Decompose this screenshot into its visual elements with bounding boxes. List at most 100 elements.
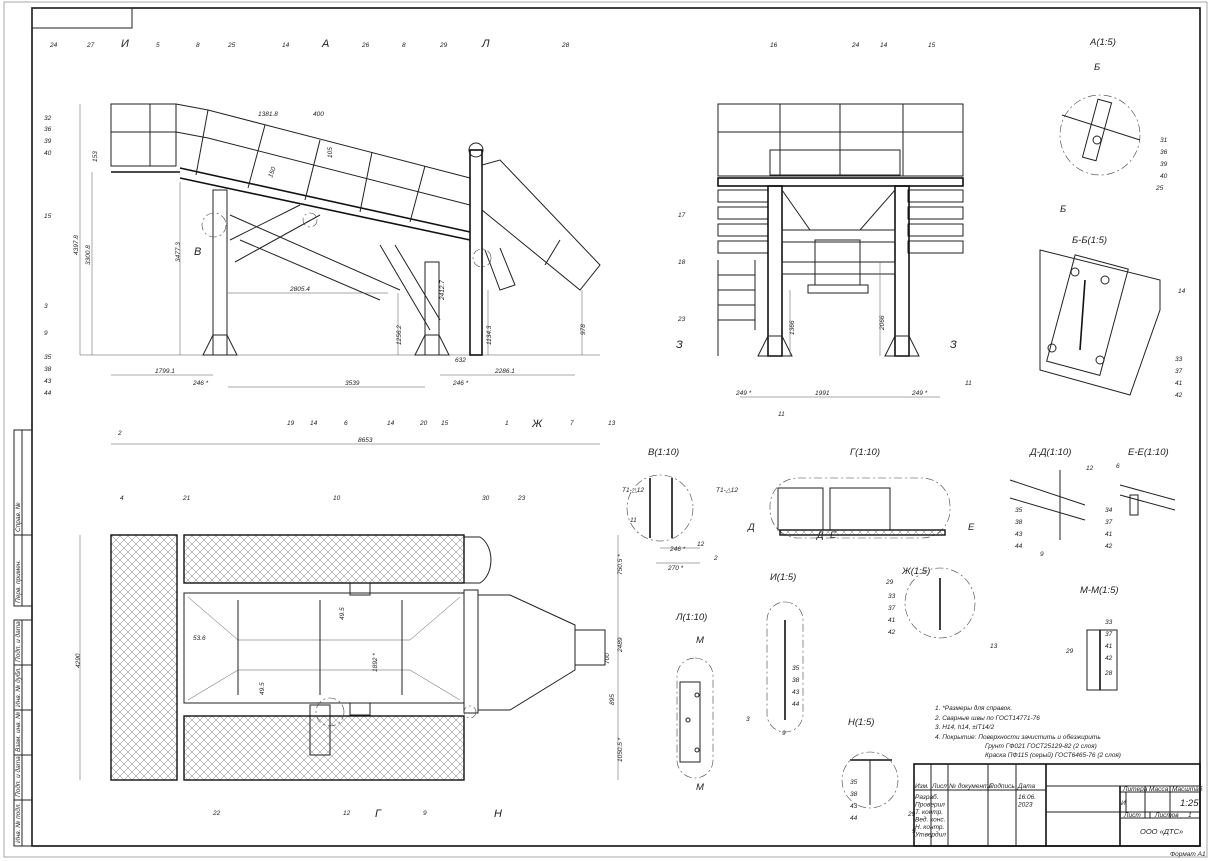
callout-number: 15 <box>928 42 936 49</box>
detail-label: Д <box>816 530 824 541</box>
detail-label: 35 <box>1015 507 1023 514</box>
litera-value: И <box>1121 800 1126 807</box>
callout-number: 38 <box>44 366 52 373</box>
detail-label: 12 <box>1086 465 1094 472</box>
sheet-label: Лист <box>1123 812 1141 819</box>
detail-label: 270 * <box>667 565 684 572</box>
callout-number: В <box>194 246 201 258</box>
callout-number: И <box>121 38 129 50</box>
sheets-label: Листов <box>1154 812 1179 819</box>
detail-label: 25 <box>1155 185 1164 192</box>
callout-number: 32 <box>44 115 52 122</box>
callout-number: 22 <box>212 810 221 817</box>
detail-label: Д <box>747 522 755 533</box>
detail-label: 44 <box>1015 543 1023 550</box>
title-block-role: Разраб. <box>915 793 939 801</box>
title-block-date: 2023 <box>1017 802 1033 809</box>
detail-label: Б <box>1094 62 1100 73</box>
title-block-role: Т. контр. <box>915 809 943 816</box>
callout-number: Л <box>481 38 490 50</box>
dimension-value: 895 <box>609 694 616 705</box>
callout-number: 36 <box>44 126 52 133</box>
detail-label: Т1-△12 <box>716 487 738 494</box>
callout-number: 11 <box>778 411 785 418</box>
detail-label: 41 <box>1175 380 1183 387</box>
side-view <box>79 103 601 445</box>
detail-label: 42 <box>1175 392 1183 399</box>
dimension-value: 49.5 <box>259 682 266 695</box>
left-strip-label: Взам. инв. № <box>15 712 22 752</box>
callout-number: 4 <box>120 495 124 502</box>
detail-label: 37 <box>888 605 896 612</box>
callout-number: 43 <box>44 378 52 385</box>
title-block-role: Утвердил <box>914 831 946 839</box>
title-block <box>913 763 1201 847</box>
detail-label: 33 <box>888 593 896 600</box>
detail-title: А(1:5) <box>1089 37 1116 48</box>
note-line: 3. Н14, h14, ±IT14/2 <box>935 724 995 731</box>
callout-number: Г <box>375 808 382 820</box>
dimension-value: 978 <box>580 324 587 335</box>
detail-label: 31 <box>1160 137 1168 144</box>
front-view <box>717 103 964 398</box>
detail-label: 43 <box>850 803 858 810</box>
callout-number: 18 <box>678 259 686 266</box>
callout-number: 35 <box>44 354 52 361</box>
dimension-value: 246 * <box>452 380 469 387</box>
dimension-value: 8653 <box>358 437 373 444</box>
dimension-value: 1256.2 <box>396 325 403 345</box>
detail-label: 29 <box>885 579 894 586</box>
detail-label: 38 <box>792 677 800 684</box>
dimension-value: 246 * <box>192 380 209 387</box>
detail-label: 38 <box>850 791 858 798</box>
title-block-role: Вед. конс. <box>915 816 946 824</box>
detail-title: И(1:5) <box>770 572 796 583</box>
detail-label: 42 <box>888 629 896 636</box>
section-bb-drawing <box>1039 249 1161 396</box>
litera-label: Литера <box>1122 786 1148 793</box>
callout-number: 16 <box>770 42 778 49</box>
detail-label: 29 <box>1065 648 1074 655</box>
callout-number: 24 <box>851 42 860 49</box>
detail-a-drawing <box>1059 94 1141 176</box>
dimension-value: 249 * <box>735 390 752 397</box>
title-block-header: Дата <box>1017 783 1036 790</box>
left-strip-label: Подп. и дата <box>14 756 22 797</box>
dimension-value: 1991 <box>815 390 830 397</box>
dimension-value: 2066 <box>879 315 886 331</box>
scale-value: 1:25 <box>1180 798 1199 809</box>
callout-number: 14 <box>310 420 318 427</box>
dimension-value: 632 <box>455 357 466 364</box>
detail-label: М <box>696 635 704 646</box>
callout-number: З <box>950 339 957 351</box>
callout-number: 20 <box>419 420 428 427</box>
detail-label: 14 <box>1178 288 1186 295</box>
scale-label: Масштаб <box>1172 785 1203 793</box>
sheet-frame <box>3 1 1208 858</box>
callout-number: Н <box>494 808 502 820</box>
dimension-value: 2286.1 <box>494 368 515 375</box>
note-line: 4. Покрытие: Поверхности зачистить и обе… <box>935 733 1101 741</box>
callout-number: 7 <box>570 420 574 427</box>
detail-label: 39 <box>1160 161 1168 168</box>
detail-label: 35 <box>792 665 800 672</box>
dimension-value: 4397.8 <box>73 235 80 255</box>
dimension-value: 3539 <box>345 380 360 387</box>
callout-number: 19 <box>287 420 295 427</box>
note-line: Грунт ГФ021 ГОСТ25129-82 (2 слоя) <box>985 743 1097 750</box>
title-block-header: Подпись <box>989 782 1015 790</box>
dimension-value: 1799.1 <box>155 368 175 375</box>
left-strip-label: Справ. № <box>15 502 22 532</box>
detail-title: Е-Е(1:10) <box>1128 447 1169 458</box>
title-block-role: Провepил <box>915 802 945 809</box>
detail-label: 41 <box>888 617 896 624</box>
note-line: 1. *Размеры для справок. <box>935 704 1012 712</box>
detail-label: 29 <box>907 811 916 818</box>
callout-number: 27 <box>86 42 95 49</box>
detail-label: 28 <box>1104 670 1113 677</box>
title-block-header: Изм. <box>915 783 929 790</box>
detail-label: 38 <box>1015 519 1023 526</box>
